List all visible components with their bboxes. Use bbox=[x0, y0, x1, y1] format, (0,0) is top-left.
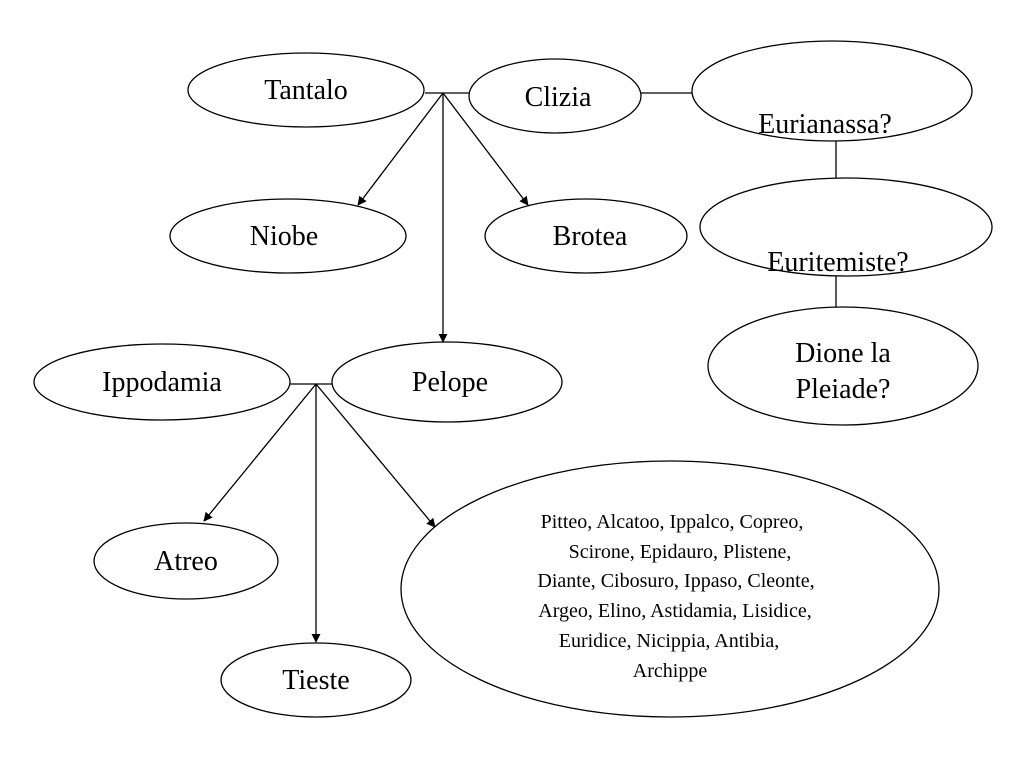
node-label: Atreo bbox=[154, 546, 218, 577]
node-label: Clizia bbox=[525, 82, 592, 113]
node-niobe: Niobe bbox=[169, 198, 407, 274]
node-label: Eurianassa? bbox=[758, 109, 892, 140]
node-tantalo: Tantalo bbox=[187, 52, 425, 128]
node-label: Tantalo bbox=[264, 75, 348, 106]
children-list-line-3: Diante, Cibosuro, Ippaso, Cleonte, bbox=[537, 570, 814, 592]
children-list-line-4: Argeo, Elino, Astidamia, Lisidice, bbox=[538, 600, 811, 622]
children-list-line-2: Scirone, Epidauro, Plistene, bbox=[569, 541, 792, 563]
node-label-line-2: Pleiade? bbox=[796, 374, 891, 405]
node-eurianassa: Eurianassa? bbox=[691, 40, 973, 142]
children-list-line-1: Pitteo, Alcatoo, Ippalco, Copreo, bbox=[541, 511, 804, 533]
node-other-children: Pitteo, Alcatoo, Ippalco, Copreo, Sciron… bbox=[400, 460, 940, 718]
node-clizia: Clizia bbox=[468, 58, 642, 134]
node-label-line-1: Dione la bbox=[795, 338, 891, 369]
node-euritemiste: Euritemiste? bbox=[699, 177, 993, 278]
node-label: Pelope bbox=[412, 367, 488, 398]
node-label: Euritemiste? bbox=[767, 247, 909, 278]
arrow-to-brotea bbox=[442, 92, 529, 206]
children-list-line-5: Euridice, Nicippia, Antibia, bbox=[559, 630, 780, 652]
node-label: Tieste bbox=[282, 665, 349, 696]
arrow-to-niobe bbox=[357, 92, 444, 206]
node-pelope: Pelope bbox=[331, 341, 563, 423]
connectors bbox=[203, 92, 837, 643]
children-list-line-6: Archippe bbox=[633, 660, 708, 682]
node-atreo: Atreo bbox=[93, 522, 279, 600]
node-label: Brotea bbox=[553, 221, 628, 252]
arrow-to-others bbox=[315, 383, 436, 528]
node-dione: Dione la Pleiade? bbox=[707, 306, 979, 426]
node-ippodamia: Ippodamia bbox=[33, 343, 291, 421]
node-label: Niobe bbox=[250, 221, 318, 252]
arrow-to-atreo bbox=[203, 383, 317, 522]
node-tieste: Tieste bbox=[220, 642, 412, 718]
node-brotea: Brotea bbox=[484, 198, 688, 274]
node-label: Ippodamia bbox=[102, 367, 222, 398]
